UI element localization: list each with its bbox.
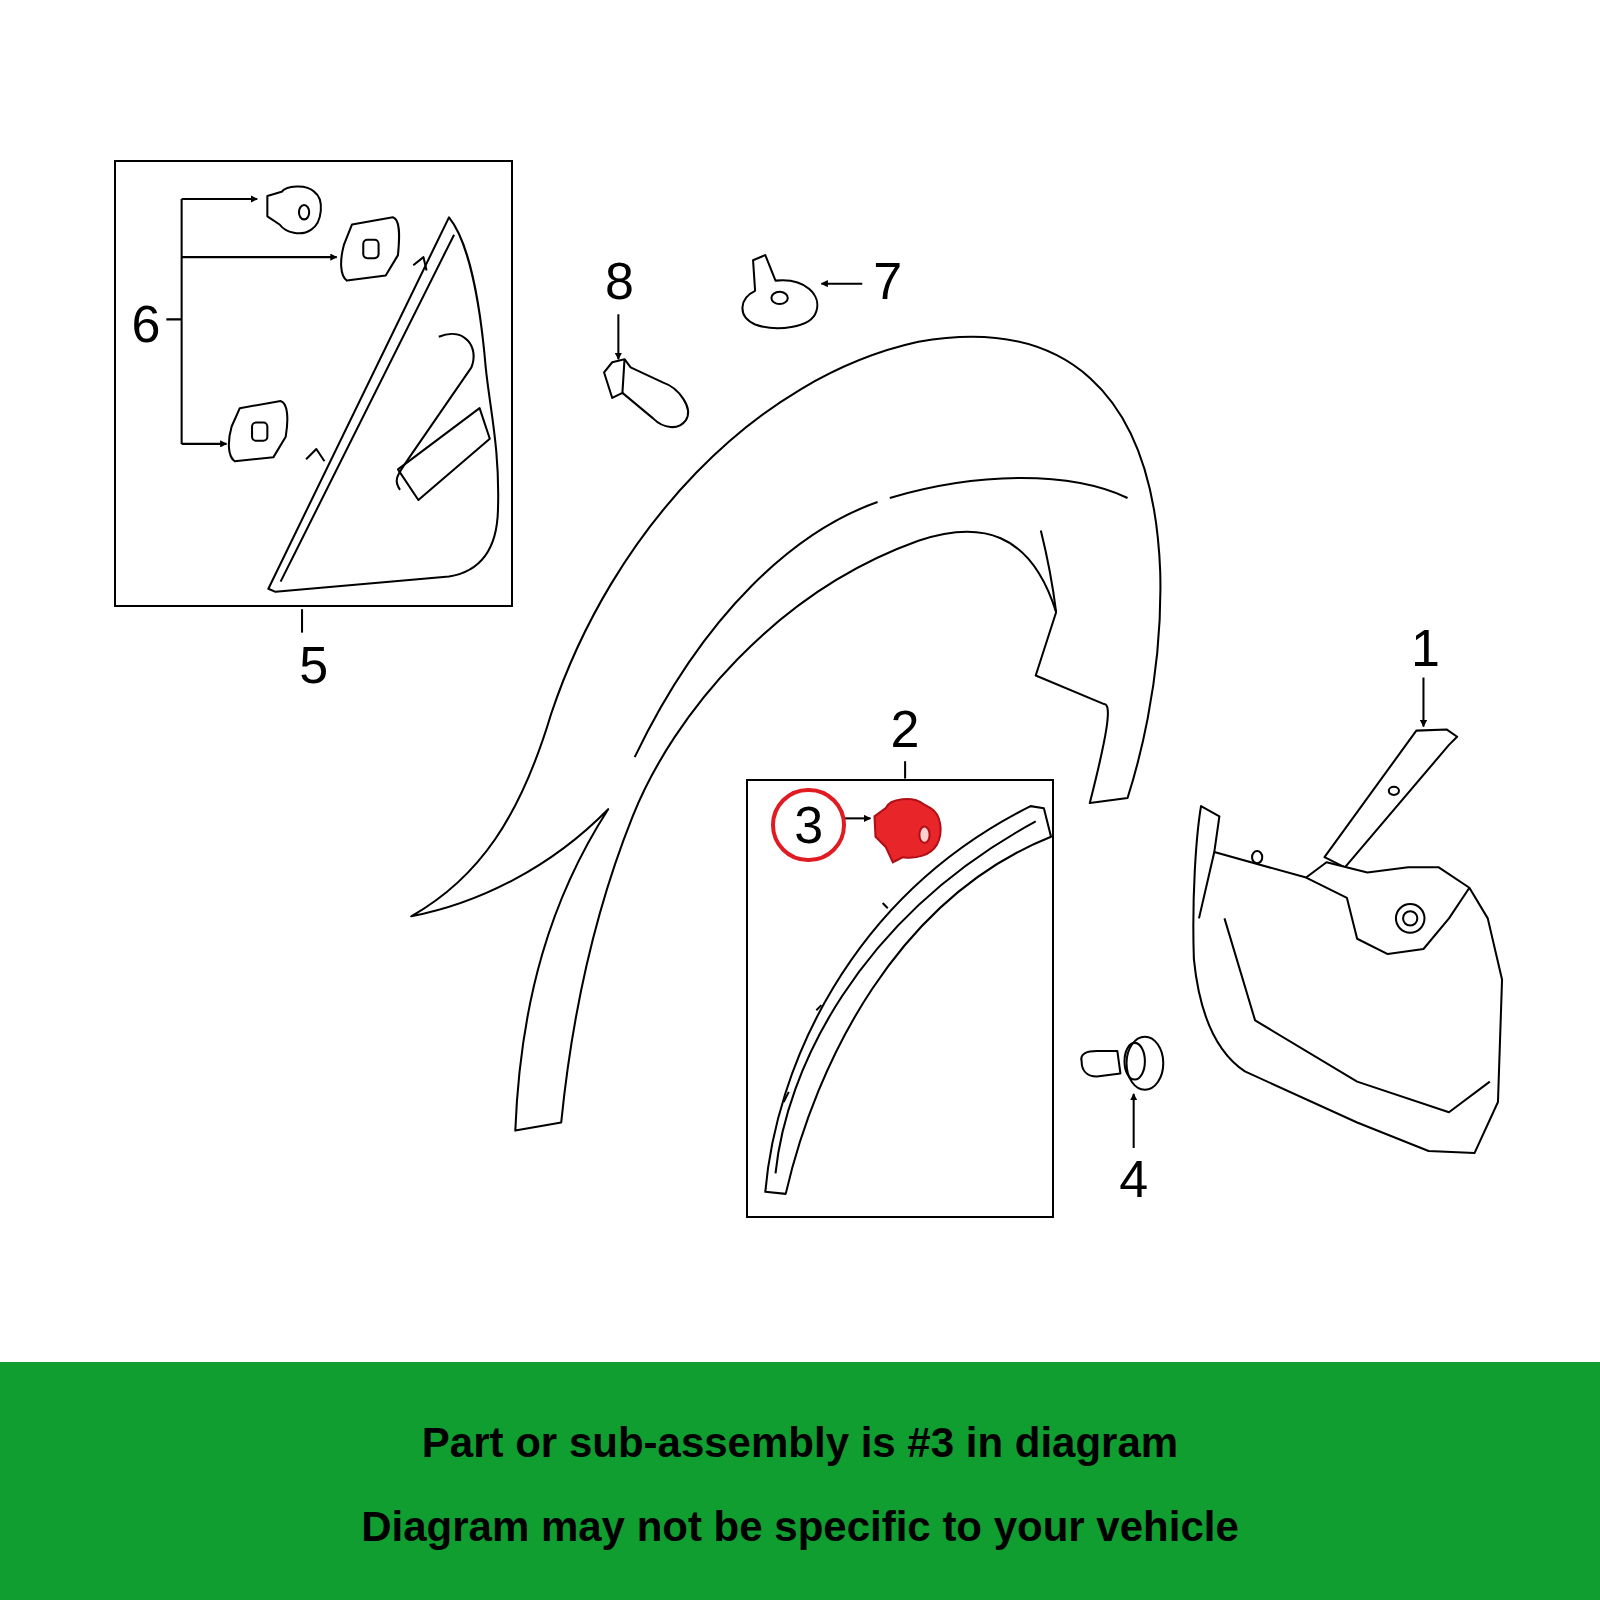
- highlight-circle: 3: [771, 788, 845, 862]
- callout-number: 8: [579, 251, 659, 311]
- callout-number: 6: [106, 294, 186, 354]
- callout-number: 7: [848, 251, 928, 311]
- notice-text: Diagram may not be specific to your vehi…: [361, 1503, 1239, 1551]
- notice-text: Part or sub-assembly is #3 in diagram: [422, 1419, 1178, 1467]
- part-group-box: 5: [114, 160, 513, 607]
- callout-number: 2: [753, 703, 1057, 755]
- info-band: Part or sub-assembly is #3 in diagramDia…: [0, 1362, 1600, 1600]
- callout-number: 5: [116, 639, 511, 691]
- part-group-box: 23: [746, 779, 1054, 1219]
- callout-number: 3: [794, 797, 823, 853]
- callout-number: 4: [1094, 1149, 1174, 1209]
- callout-number: 1: [1386, 618, 1466, 678]
